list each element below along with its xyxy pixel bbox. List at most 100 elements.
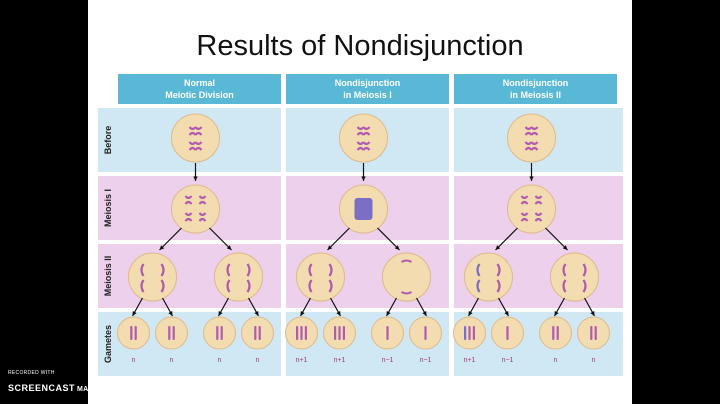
chromatid xyxy=(530,146,539,151)
arrow-line xyxy=(159,227,182,251)
chromatid xyxy=(184,200,193,205)
gamete-ploidy-label: n−1 xyxy=(420,357,432,364)
arrow-line xyxy=(327,227,350,251)
chromatid xyxy=(194,141,203,146)
column-header-line1: Normal xyxy=(184,78,215,88)
chromatid xyxy=(362,141,371,146)
parent-cell xyxy=(507,113,556,163)
chromatid xyxy=(530,126,539,131)
chromatid xyxy=(582,263,587,277)
chromosome xyxy=(472,326,475,340)
chromatid xyxy=(160,263,165,277)
meiosis-one-cell xyxy=(171,184,220,234)
arrow-head xyxy=(562,245,568,250)
chromatid xyxy=(328,263,333,277)
chromosome xyxy=(258,326,261,340)
chromatid xyxy=(496,279,501,293)
gamete-ploidy-label: n xyxy=(592,357,596,364)
chromosome xyxy=(590,326,593,340)
arrow-head xyxy=(168,311,173,316)
chromatid xyxy=(194,146,203,151)
chromosome xyxy=(424,326,427,340)
chromosome xyxy=(134,326,137,340)
chromosome xyxy=(168,326,171,340)
column-divider xyxy=(281,72,286,382)
arrow-head xyxy=(590,311,595,316)
meiosis-two-cell xyxy=(128,252,177,302)
nondisjunction-chromosome-cluster xyxy=(354,198,373,220)
arrow-head xyxy=(226,245,232,250)
chromatid xyxy=(328,279,333,293)
column-header-1 xyxy=(286,74,449,104)
chromatid xyxy=(530,141,539,146)
column-header-2 xyxy=(454,74,617,104)
chromatid xyxy=(362,126,371,131)
arrow-line xyxy=(377,227,400,251)
gamete-cell xyxy=(577,316,610,350)
chromosome xyxy=(520,212,529,222)
chromatid xyxy=(562,279,567,293)
chromosome xyxy=(530,126,539,136)
column-header-line1: Nondisjunction xyxy=(335,78,401,88)
chromosome xyxy=(342,326,345,340)
chromatid xyxy=(140,279,145,293)
gamete-cell xyxy=(117,316,150,350)
chromosome xyxy=(220,326,223,340)
chromatid xyxy=(160,279,165,293)
gamete-cell xyxy=(203,316,236,350)
chromosome xyxy=(552,326,555,340)
chromatid xyxy=(362,131,371,136)
parent-cell xyxy=(171,113,220,163)
watermark-brand-suffix: MATIC xyxy=(77,386,101,393)
row-label-before: Before xyxy=(103,126,113,155)
chromosome xyxy=(338,326,341,340)
chromatid xyxy=(246,263,251,277)
chromatid xyxy=(184,217,193,222)
row-label-meiosis-ii: Meiosis II xyxy=(103,256,113,297)
arrow-head xyxy=(193,176,198,181)
chromosome xyxy=(198,195,207,205)
chromatid xyxy=(530,131,539,136)
chromosome xyxy=(506,326,509,340)
watermark-recorded-text: RECORDED WITH xyxy=(8,370,55,376)
chromosome xyxy=(194,141,203,151)
chromosome xyxy=(386,326,389,340)
meiosis-two-cell xyxy=(296,252,345,302)
arrow-head xyxy=(554,311,559,316)
arrow-head xyxy=(422,311,427,316)
chromatid xyxy=(198,217,207,222)
chromosome xyxy=(530,141,539,151)
chromatid xyxy=(520,200,529,205)
row-label-tab xyxy=(98,108,116,172)
chromatid xyxy=(400,291,413,295)
gamete-ploidy-label: n xyxy=(132,357,136,364)
column-header-line2: in Meiosis I xyxy=(343,90,392,100)
slide-title: Results of Nondisjunction xyxy=(196,30,524,62)
arrow-head xyxy=(394,245,400,250)
chromosome xyxy=(362,141,371,151)
chromatid xyxy=(308,263,313,277)
chromatid xyxy=(194,131,203,136)
chromosome xyxy=(464,326,467,340)
meiosis-two-cell xyxy=(214,252,263,302)
row-label-meiosis-i: Meiosis I xyxy=(103,189,113,227)
arrow-head xyxy=(495,245,501,250)
chromosome xyxy=(556,326,559,340)
meiosis-two-cell xyxy=(464,252,513,302)
row-label-gametes: Gametes xyxy=(103,325,113,363)
row-label-tab xyxy=(98,176,116,240)
chromosome xyxy=(534,195,543,205)
chromatid xyxy=(140,263,145,277)
chromosome xyxy=(130,326,133,340)
chromatid xyxy=(198,200,207,205)
chromatid xyxy=(184,195,193,200)
chromatid xyxy=(362,146,371,151)
chromatid xyxy=(400,259,413,263)
chromatid xyxy=(534,217,543,222)
chromosome xyxy=(520,195,529,205)
column-header-0 xyxy=(118,74,281,104)
chromatid xyxy=(198,212,207,217)
row-band-2 xyxy=(98,244,623,308)
chromosome xyxy=(198,212,207,222)
